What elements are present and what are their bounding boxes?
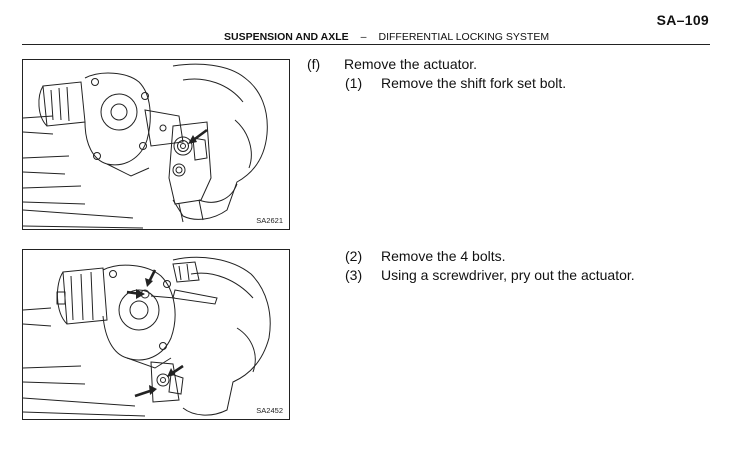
figure-actuator-bolts: SA2452 <box>22 249 290 420</box>
illustration-actuator-removal <box>23 256 271 417</box>
figure-code: SA2452 <box>256 406 283 415</box>
step-marker: (1) <box>345 75 363 91</box>
step-text: Using a screwdriver, pry out the actuato… <box>381 267 635 283</box>
header-rule <box>22 44 710 45</box>
step-text: Remove the actuator. <box>344 56 478 72</box>
step-text: Remove the shift fork set bolt. <box>381 75 567 91</box>
running-header: SUSPENSION AND AXLE–DIFFERENTIAL LOCKING… <box>224 31 549 43</box>
step-marker: (f) <box>307 56 321 72</box>
step-marker: (2) <box>345 248 363 264</box>
chapter-title: SUSPENSION AND AXLE <box>224 31 349 43</box>
figure-code: SA2621 <box>256 216 283 225</box>
step-marker: (3) <box>345 267 363 283</box>
figure-shift-fork-bolt: SA2621 <box>22 59 290 230</box>
header-separator: – <box>360 31 367 43</box>
section-title: DIFFERENTIAL LOCKING SYSTEM <box>378 31 550 43</box>
illustration-transfer-actuator <box>23 63 268 229</box>
page-number: SA–109 <box>656 12 709 28</box>
step-text: Remove the 4 bolts. <box>381 248 506 264</box>
